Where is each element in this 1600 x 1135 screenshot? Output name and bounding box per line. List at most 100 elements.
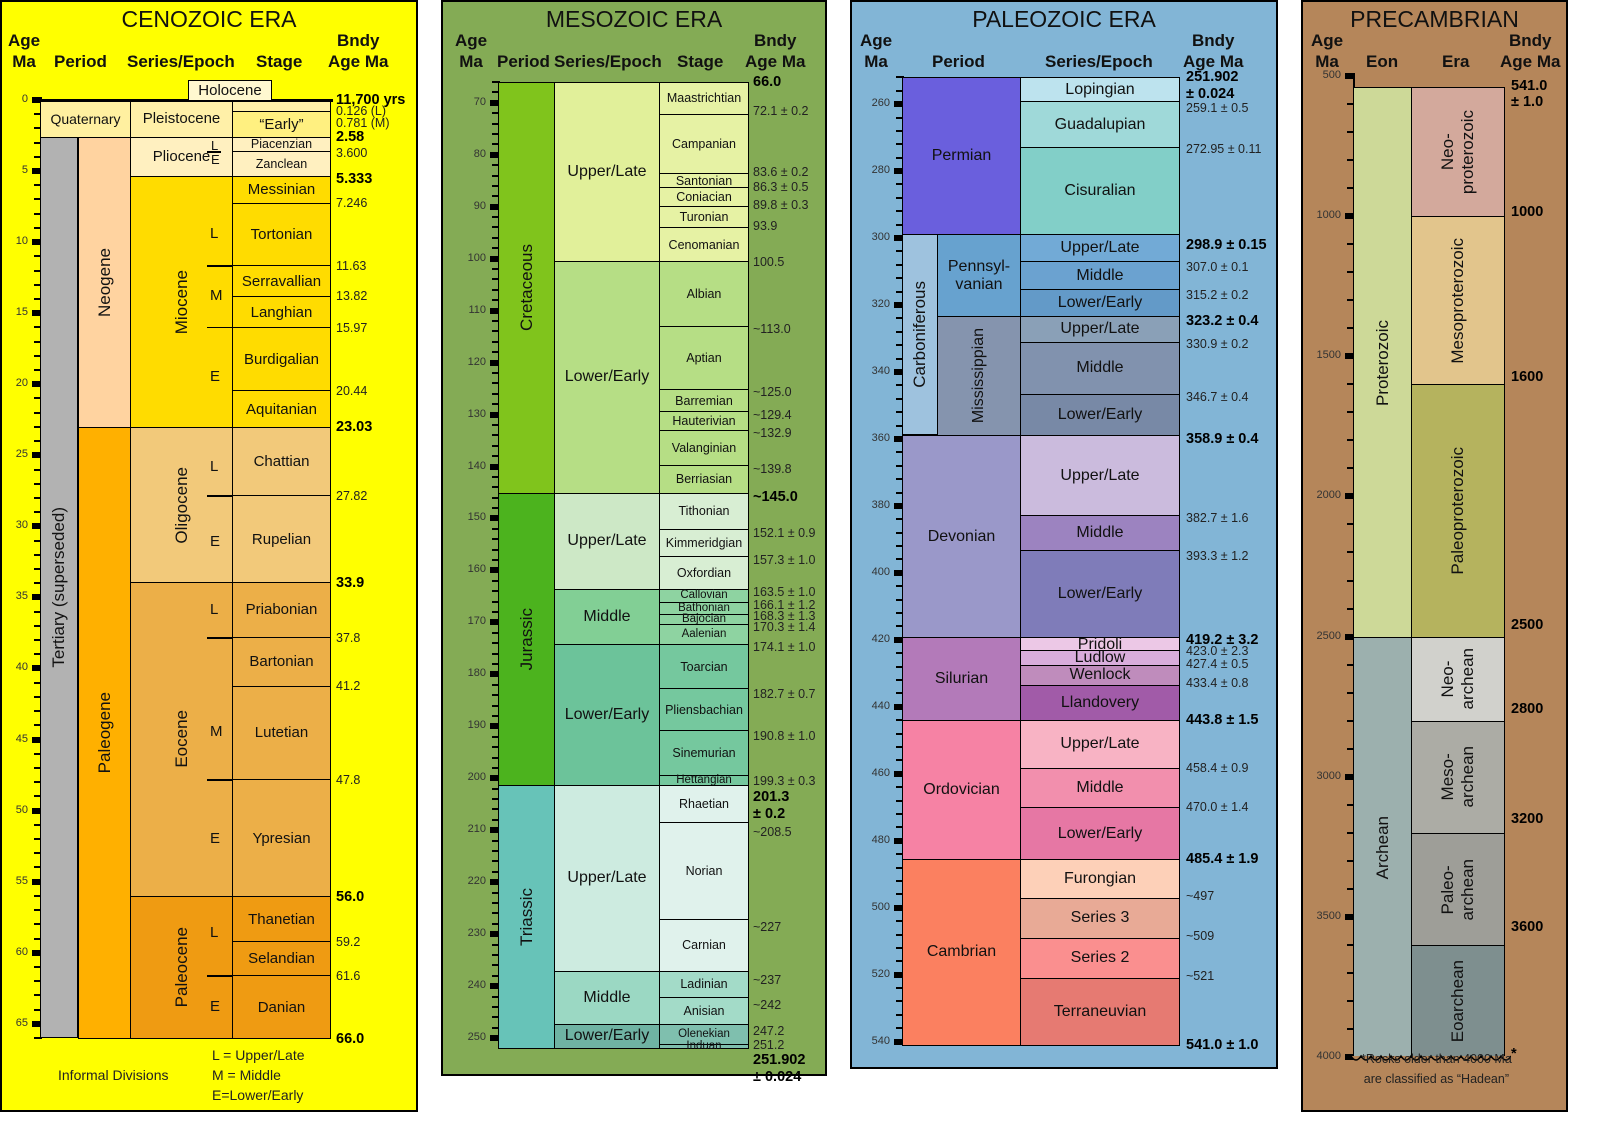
boundary-age: 298.9 ± 0.15 xyxy=(1186,237,1267,253)
major-tick xyxy=(490,983,500,990)
minor-tick xyxy=(896,625,904,628)
minor-tick xyxy=(492,351,500,354)
minor-tick xyxy=(492,953,500,956)
tertiary-block: Tertiary (superseded) xyxy=(40,136,78,1038)
epoch-block-label: Wenlock xyxy=(1069,666,1131,684)
precambrian-title: PRECAMBRIAN xyxy=(1350,6,1519,32)
boundary-age: 323.2 ± 0.4 xyxy=(1186,313,1259,329)
period-header: Period xyxy=(54,52,107,71)
boundary-age: 251.2 xyxy=(753,1038,785,1052)
eon-block-label: Archean xyxy=(1372,815,1392,879)
minor-tick xyxy=(34,496,42,499)
minor-tick xyxy=(1347,187,1355,190)
minor-tick xyxy=(896,679,904,682)
minor-tick xyxy=(34,411,42,414)
epoch-block-label: Miocene xyxy=(171,269,191,335)
minor-tick xyxy=(896,277,904,280)
minor-tick xyxy=(896,652,904,655)
minor-tick xyxy=(492,642,500,645)
period-block-label: Cretaceous xyxy=(516,244,536,332)
boundary-age: ~497 xyxy=(1186,889,1215,903)
boundary-age: 152.1 ± 0.9 xyxy=(753,526,816,540)
major-tick xyxy=(32,168,42,175)
minor-tick xyxy=(34,340,42,343)
stage-block-label: Ypresian xyxy=(252,829,311,847)
minor-tick xyxy=(34,397,42,400)
stage-block: Selandian xyxy=(232,941,331,977)
stage-block-label: Bajocian xyxy=(681,612,727,625)
eon-block: Proterozoic xyxy=(1353,87,1412,638)
minor-tick xyxy=(492,652,500,655)
major-tick xyxy=(490,515,500,522)
major-tick xyxy=(490,879,500,886)
minor-tick xyxy=(896,357,904,360)
boundary-age: 458.4 ± 0.9 xyxy=(1186,761,1249,775)
minor-tick xyxy=(1347,551,1355,554)
minor-tick xyxy=(34,624,42,627)
epoch-block: Lower/Early xyxy=(1020,807,1180,860)
boundary-age: 166.1 ± 1.2 xyxy=(753,598,816,612)
minor-tick xyxy=(492,392,500,395)
minor-tick xyxy=(492,216,500,219)
epoch-block-label: Furongian xyxy=(1063,869,1137,887)
epoch-block-label: Llandovery xyxy=(1060,693,1140,711)
minor-tick xyxy=(896,491,904,494)
boundary-age: 59.2 xyxy=(336,935,361,949)
stage-block: Campanian xyxy=(659,113,749,175)
stage-block-label: Barremian xyxy=(675,393,733,408)
major-tick xyxy=(32,97,42,103)
minor-tick xyxy=(492,226,500,229)
era-block-label: Paleo- archean xyxy=(1438,858,1477,921)
minor-tick xyxy=(492,548,500,551)
age-tick-label: 140 xyxy=(467,459,486,472)
boundary-age: ~132.9 xyxy=(753,426,792,440)
age-tick-label: 130 xyxy=(467,407,486,420)
boundary-age: 346.7 ± 0.4 xyxy=(1186,390,1249,404)
minor-tick xyxy=(896,826,904,829)
minor-tick xyxy=(34,653,42,656)
minor-tick xyxy=(492,1026,500,1029)
minor-tick xyxy=(896,116,904,119)
minor-tick xyxy=(896,129,904,132)
minor-tick xyxy=(896,719,904,722)
boundary-age: 47.8 xyxy=(336,773,361,787)
stage-block-label: Zanclean xyxy=(255,156,308,171)
minor-tick xyxy=(34,369,42,372)
epoch-block-label: Upper/Late xyxy=(567,163,647,181)
minor-tick xyxy=(492,662,500,665)
boundary-age: 358.9 ± 0.4 xyxy=(1186,431,1259,447)
stage-block-label: Burdigalian xyxy=(243,350,320,368)
minor-tick xyxy=(1347,691,1355,694)
epoch-block: Paleocene xyxy=(130,895,233,1039)
stage-block: Piacenzian xyxy=(232,136,331,153)
age-tick-label: 500 xyxy=(1322,69,1341,81)
major-tick xyxy=(32,239,42,246)
boundary-age: ± 1.0 xyxy=(1511,94,1544,110)
mesozoic-title: MESOZOIC ERA xyxy=(545,6,723,32)
epoch-block-label: Ludlow xyxy=(1074,649,1126,667)
major-tick xyxy=(1345,353,1355,360)
epoch-block-label: Lower/Early xyxy=(1057,585,1143,603)
minor-tick xyxy=(1347,103,1355,106)
stage-header: Stage xyxy=(677,52,724,71)
period-block-label: Cambrian xyxy=(926,943,997,961)
period-block: Jurassic xyxy=(498,492,555,787)
major-tick xyxy=(32,310,42,317)
minor-tick xyxy=(492,1005,500,1008)
boundary-age: 37.8 xyxy=(336,631,361,645)
division-line xyxy=(207,637,232,639)
major-tick xyxy=(894,435,904,442)
epoch-block: Middle xyxy=(554,970,660,1025)
epoch-block-label: Terraneuvian xyxy=(1053,1003,1147,1020)
stage-block-label: Bartonian xyxy=(249,653,314,671)
period-block-label: Jurassic xyxy=(516,608,536,671)
era-block: Paleo- archean xyxy=(1411,832,1505,946)
major-tick xyxy=(894,837,904,844)
minor-tick xyxy=(34,482,42,485)
